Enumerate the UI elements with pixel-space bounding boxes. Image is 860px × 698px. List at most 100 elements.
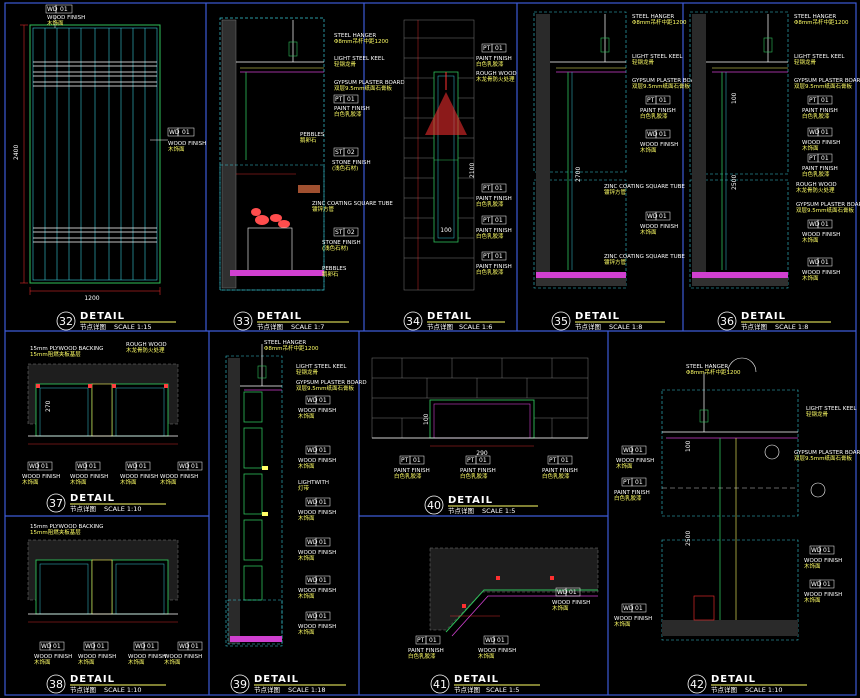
callout-text: WOOD FINISH [616, 458, 654, 464]
callout-text: WOOD FINISH [804, 558, 842, 564]
tag-num: 02 [347, 229, 355, 236]
callout-text-cn: 木饰面 [298, 412, 315, 420]
callout-text: STEEL HANGER [794, 14, 836, 20]
callout-text: WOOD FINISH [614, 616, 652, 622]
callout-text: PAINT FINISH [408, 648, 444, 654]
callout-text-cn: 白色乳胶漆 [408, 652, 436, 660]
detail-subtitle: 节点详图 [427, 322, 453, 331]
title-block-38: 38 DETAIL 节点详图 SCALE 1:10 [46, 674, 166, 694]
callout-text-cn: 木饰面 [298, 514, 315, 522]
callout-text: LIGHTWITH [298, 480, 329, 486]
tag-num: 01 [569, 589, 577, 596]
title-block-35: 35 DETAIL 节点详图 SCALE 1:8 [551, 311, 665, 331]
tag-code: WD [623, 447, 634, 454]
tag-code: PT [549, 457, 557, 464]
callout-text: WOOD FINISH [128, 654, 166, 660]
callout-text-cn: 木龙骨防火处理 [126, 346, 165, 354]
callout-text-cn: 木饰面 [552, 604, 569, 612]
detail-title: DETAIL [454, 674, 499, 685]
callout-text-cn: 15mm阻燃夹板基层 [30, 350, 81, 358]
callout-text-cn: 白色乳胶漆 [802, 112, 830, 120]
callout-text: GYPSUM PLASTER BOARD [796, 202, 860, 208]
callout-text: 15mm PLYWOOD BACKING [30, 524, 103, 530]
callout-text: WOOD FINISH [160, 474, 198, 480]
detail-35-drawing [533, 11, 627, 289]
d35-dim: 2700 [575, 167, 582, 182]
d38-callouts: 15mm PLYWOOD BACKING 15mm阻燃夹板基层 WD 01 WO… [30, 524, 203, 666]
callout-text-cn: 轻钢龙骨 [794, 58, 817, 66]
callout-text: WOOD FINISH [298, 408, 336, 414]
d32-height-dim: 2400 [13, 145, 20, 160]
callout-text-cn: 木饰面 [640, 146, 657, 154]
callout-text: ZINC COATING SQUARE TUBE [312, 201, 393, 207]
callout-text-cn: 木饰面 [128, 658, 145, 666]
detail-number: 34 [406, 315, 420, 328]
tag-code: WD [307, 577, 318, 584]
frame-grid [4, 2, 857, 696]
callout-text: STEEL HANGER [686, 364, 728, 370]
callout-text-cn: 白色乳胶漆 [640, 112, 668, 120]
detail-subtitle: 节点详图 [70, 504, 96, 513]
tag-code: WD [85, 643, 96, 650]
callout-text-cn: Φ8mm吊杆中距1200 [334, 37, 389, 45]
callout-text-cn: 双层9.5mm纸面石膏板 [632, 82, 690, 90]
title-block-34: 34 DETAIL 节点详图 SCALE 1:6 [403, 311, 505, 331]
detail-32-drawing [20, 16, 168, 295]
d36-dim-b: 100 [731, 92, 738, 104]
callout-text-cn: 轻钢龙骨 [806, 410, 829, 418]
tag-code: WD [77, 463, 88, 470]
detail-title: DETAIL [70, 493, 115, 504]
callout-text: WOOD FINISH [802, 232, 840, 238]
tag-num: 01 [659, 131, 667, 138]
tag-num: 01 [191, 463, 199, 470]
tag-code: PT [401, 457, 409, 464]
callout-text: STEEL HANGER [632, 14, 674, 20]
detail-scale: SCALE 1:8 [609, 323, 642, 331]
detail-39-drawing [225, 344, 283, 647]
callout-text: PAINT FINISH [476, 264, 512, 270]
callout-text-cn: 双层9.5mm纸面石膏板 [296, 384, 354, 392]
detail-scale: SCALE 1:10 [104, 686, 142, 694]
detail-scale: SCALE 1:5 [482, 507, 515, 515]
detail-number: 32 [59, 315, 73, 328]
callout-text: PAINT FINISH [802, 108, 838, 114]
tag-code: WD [179, 463, 190, 470]
callout-text: WOOD FINISH [298, 624, 336, 630]
callout-text: PEBBLES [300, 132, 325, 138]
callout-text: WOOD FINISH [552, 600, 590, 606]
tag-num: 01 [347, 96, 355, 103]
tag-label-cn: 木饰面 [47, 19, 64, 27]
tag-num: 01 [479, 457, 487, 464]
title-block-42: 42 DETAIL 节点详图 SCALE 1:10 [687, 674, 807, 694]
callout-text: WOOD FINISH [298, 588, 336, 594]
callout-text: WOOD FINISH [34, 654, 72, 660]
detail-number-circle [424, 495, 444, 515]
callout-text: GYPSUM PLASTER BOARD [794, 78, 860, 84]
callout-text: WOOD FINISH [164, 654, 202, 660]
detail-title: DETAIL [575, 311, 620, 322]
callout-text: PAINT FINISH [476, 228, 512, 234]
callout-text: ROUGH WOOD [126, 342, 167, 348]
callout-text-cn: 木龙骨防火处理 [476, 75, 515, 83]
detail-number: 36 [720, 315, 734, 328]
callout-text: WOOD FINISH [802, 140, 840, 146]
detail-number: 41 [433, 678, 447, 691]
tag-num: 02 [347, 149, 355, 156]
d40-dim: 290 [476, 450, 488, 457]
callout-text-cn: 双层9.5mm纸面石膏板 [796, 206, 854, 214]
tag-num: 01 [319, 499, 327, 506]
callout-text-cn: 木饰面 [802, 236, 819, 244]
callout-text-cn: 木饰面 [164, 658, 181, 666]
detail-subtitle: 节点详图 [575, 322, 601, 331]
detail-number-circle [403, 311, 423, 331]
d33-callouts: STEEL HANGER Φ8mm吊杆中距1200 LIGHT STEEL KE… [300, 33, 405, 278]
detail-scale: SCALE 1:10 [745, 686, 783, 694]
tag-num: 01 [561, 457, 569, 464]
callout-text-cn: 木饰面 [160, 478, 177, 486]
tag-code: WD [811, 547, 822, 554]
d40-callouts: PT 01 PAINT FINISH 白色乳胶漆 PT 01 PAINT FIN… [394, 455, 578, 480]
callout-text-cn: 木饰面 [70, 478, 87, 486]
callout-text: LIGHT STEEL KEEL [806, 406, 857, 412]
tag-code: WD [47, 6, 58, 13]
d37-dim: 270 [45, 400, 52, 412]
